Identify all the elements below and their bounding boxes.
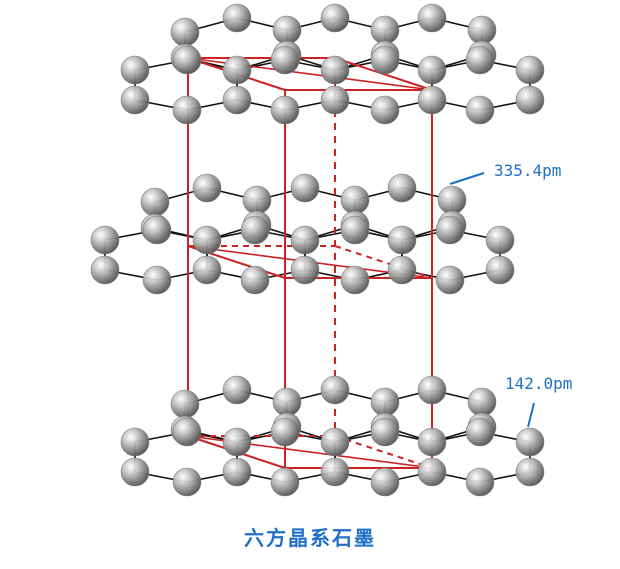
carbon-atom — [120, 427, 150, 457]
carbon-atom — [370, 387, 400, 417]
carbon-atom — [437, 185, 467, 215]
carbon-atom — [272, 15, 302, 45]
carbon-atom — [320, 3, 350, 33]
carbon-atom — [320, 427, 350, 457]
carbon-atom — [172, 467, 202, 497]
carbon-atom — [387, 255, 417, 285]
carbon-atom — [242, 185, 272, 215]
carbon-atom — [485, 255, 515, 285]
interlayer-spacing-label: 335.4pm — [494, 161, 561, 180]
carbon-atom — [170, 389, 200, 419]
carbon-atom — [515, 427, 545, 457]
carbon-atom — [467, 387, 497, 417]
carbon-atom — [142, 215, 172, 245]
carbon-atom — [270, 45, 300, 75]
carbon-atom — [465, 467, 495, 497]
carbon-atom — [222, 55, 252, 85]
carbon-atom — [435, 215, 465, 245]
diagram-caption: 六方晶系石墨 — [244, 526, 376, 550]
carbon-atom — [290, 255, 320, 285]
carbon-atom — [222, 427, 252, 457]
carbon-atom — [290, 225, 320, 255]
spacing-pointer — [449, 172, 485, 185]
carbon-atom — [465, 95, 495, 125]
carbon-atom — [370, 417, 400, 447]
carbon-atom — [370, 15, 400, 45]
carbon-atom — [515, 457, 545, 487]
carbon-atom — [272, 387, 302, 417]
carbon-atom — [370, 95, 400, 125]
carbon-atom — [417, 457, 447, 487]
carbon-atom — [172, 95, 202, 125]
carbon-atom — [320, 375, 350, 405]
carbon-atom — [417, 55, 447, 85]
carbon-atom — [192, 225, 222, 255]
carbon-atom — [222, 375, 252, 405]
carbon-atom — [417, 375, 447, 405]
carbon-atom — [222, 85, 252, 115]
carbon-atom — [465, 417, 495, 447]
carbon-atom — [417, 427, 447, 457]
carbon-atom — [192, 173, 222, 203]
carbon-atom — [485, 225, 515, 255]
carbon-atom — [172, 45, 202, 75]
carbon-atom — [240, 265, 270, 295]
carbon-atom — [387, 225, 417, 255]
carbon-atom — [90, 255, 120, 285]
carbon-atom — [192, 255, 222, 285]
carbon-atom — [417, 85, 447, 115]
carbon-atom — [320, 85, 350, 115]
carbon-atom — [515, 85, 545, 115]
carbon-atom — [320, 55, 350, 85]
carbon-atom — [467, 15, 497, 45]
carbon-atom — [240, 215, 270, 245]
carbon-atom — [222, 457, 252, 487]
carbon-atom — [465, 45, 495, 75]
carbon-atom — [270, 467, 300, 497]
carbon-atom — [435, 265, 465, 295]
carbon-atom — [340, 215, 370, 245]
carbon-atom — [290, 173, 320, 203]
carbon-atom — [170, 17, 200, 47]
carbon-atom — [270, 417, 300, 447]
bond-length-label: 142.0pm — [505, 374, 572, 393]
carbon-atom — [387, 173, 417, 203]
carbon-atom — [120, 457, 150, 487]
carbon-atom — [140, 187, 170, 217]
carbon-atom — [340, 185, 370, 215]
carbon-atom — [270, 95, 300, 125]
bond-pointer — [527, 402, 535, 428]
carbon-atom — [120, 85, 150, 115]
carbon-atom — [417, 3, 447, 33]
carbon-atom — [515, 55, 545, 85]
carbon-atom — [370, 467, 400, 497]
carbon-atom — [370, 45, 400, 75]
carbon-atom — [172, 417, 202, 447]
carbon-atom — [340, 265, 370, 295]
carbon-atom — [90, 225, 120, 255]
carbon-atom — [120, 55, 150, 85]
carbon-atom — [222, 3, 252, 33]
carbon-atom — [320, 457, 350, 487]
carbon-atom — [142, 265, 172, 295]
